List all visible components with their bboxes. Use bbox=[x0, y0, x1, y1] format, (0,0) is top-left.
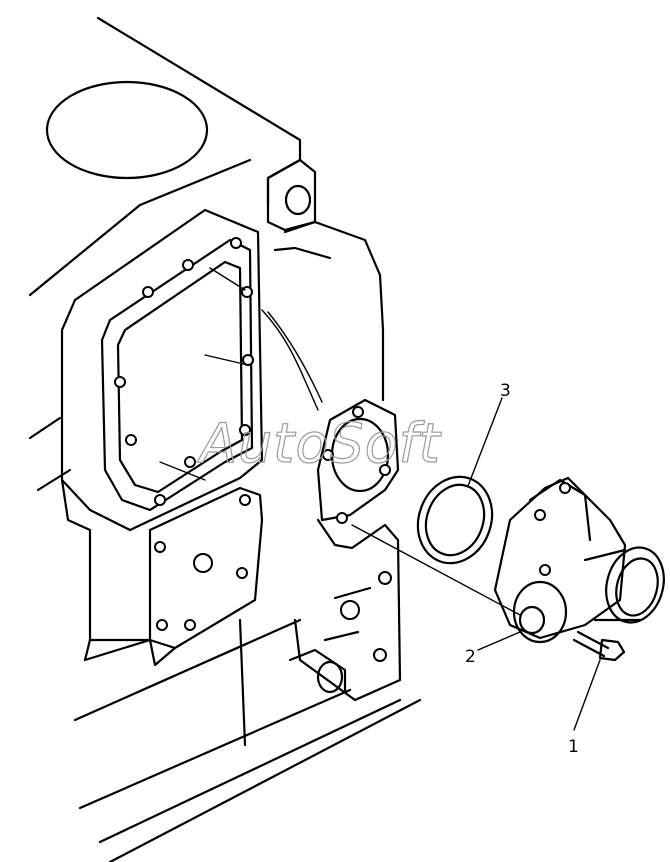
leader-3 bbox=[467, 397, 503, 487]
thermostat-housing bbox=[493, 476, 665, 644]
leader-1 bbox=[573, 659, 601, 731]
engine-block bbox=[28, 16, 422, 862]
cylinder-bore bbox=[45, 80, 209, 180]
leader-2 bbox=[477, 631, 521, 651]
bolt bbox=[572, 630, 626, 662]
callout-2: 2 bbox=[465, 647, 476, 667]
watermark: AutoSoft bbox=[197, 412, 442, 475]
gasket-ring bbox=[416, 475, 494, 565]
callout-3: 3 bbox=[500, 381, 511, 401]
callout-1: 1 bbox=[568, 737, 579, 757]
assembly-line bbox=[351, 524, 521, 616]
